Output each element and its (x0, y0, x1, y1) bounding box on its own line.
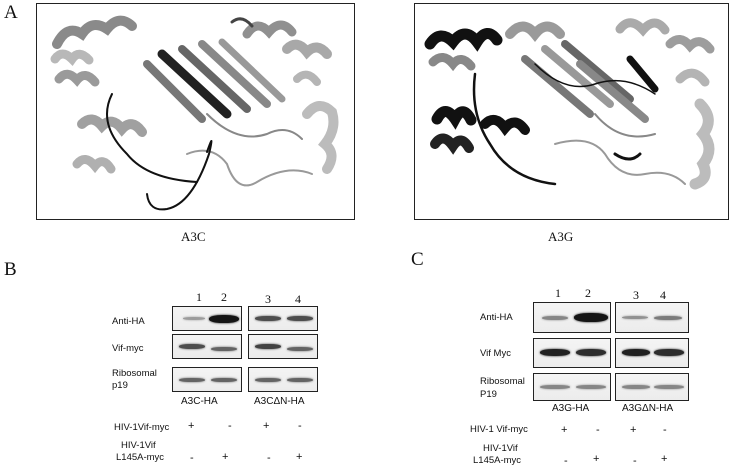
condition-label: HIV-1Vif (121, 440, 156, 451)
blot-band (622, 349, 650, 356)
blot-box (172, 306, 242, 331)
group-label: A3GΔN-HA (622, 403, 674, 414)
blot-box (615, 302, 689, 333)
condition-sign: + (263, 420, 270, 432)
blot-row-label: P19 (480, 389, 497, 400)
condition-sign: + (188, 420, 195, 432)
blot-band (179, 378, 205, 382)
condition-label: HIV-1 Vif-myc (470, 424, 528, 435)
condition-sign: + (561, 424, 568, 436)
blot-box (248, 306, 318, 331)
condition-label: L145A-myc (473, 455, 522, 466)
condition-label: HIV-1Vif (483, 443, 518, 454)
blot-band (255, 344, 281, 349)
blot-band (179, 344, 205, 349)
panel-a-letter: A (4, 2, 18, 23)
condition-sign: - (267, 452, 271, 464)
blot-band (542, 316, 568, 320)
lane-number: 3 (265, 292, 271, 306)
lane-number: 4 (295, 292, 301, 306)
blot-band (211, 347, 237, 351)
lane-number: 1 (555, 286, 561, 300)
condition-sign: + (661, 453, 668, 465)
panel-b-letter: B (4, 259, 17, 280)
blot-band (576, 385, 606, 389)
blot-row-label: Anti-HA (112, 316, 145, 327)
group-label: A3CΔN-HA (254, 396, 305, 407)
blot-band (287, 347, 313, 351)
a3c-label: A3C (181, 229, 206, 244)
condition-sign: - (228, 420, 232, 432)
blot-band (622, 316, 648, 319)
blot-band (209, 315, 239, 323)
lane-number: 2 (221, 290, 227, 304)
condition-sign: - (298, 420, 302, 432)
condition-label: L145A-myc (116, 452, 165, 463)
blot-band (576, 349, 606, 356)
blot-box (533, 373, 611, 401)
blot-row-label: Ribosomal (112, 368, 157, 379)
blot-row-label: Ribosomal (480, 376, 525, 387)
lane-number: 1 (196, 290, 202, 304)
blot-box (615, 338, 689, 368)
blot-band (183, 317, 205, 320)
blot-row-label: p19 (112, 380, 128, 391)
blot-box (615, 373, 689, 401)
blot-row-label: Vif Myc (480, 348, 511, 359)
group-label: A3C-HA (181, 396, 218, 407)
condition-sign: - (564, 455, 568, 467)
condition-label: HIV-1Vif-myc (114, 422, 170, 433)
condition-sign: + (296, 451, 303, 463)
lane-number: 2 (585, 286, 591, 300)
condition-sign: + (222, 451, 229, 463)
panel-c-letter: C (411, 249, 424, 270)
blot-row-label: Vif-myc (112, 343, 144, 354)
blot-band (622, 385, 650, 389)
condition-sign: - (190, 452, 194, 464)
blot-band (211, 378, 237, 382)
a3g-label: A3G (548, 229, 574, 244)
condition-sign: + (630, 424, 637, 436)
condition-sign: + (593, 453, 600, 465)
blot-box (172, 367, 242, 392)
a3c-structure-image (36, 3, 355, 220)
lane-number: 4 (660, 288, 666, 302)
blot-band (654, 349, 684, 356)
blot-box (172, 334, 242, 359)
blot-band (287, 378, 313, 382)
blot-box (533, 302, 611, 333)
blot-box (248, 367, 318, 392)
blot-band (654, 316, 682, 320)
condition-sign: - (596, 424, 600, 436)
blot-band (540, 349, 570, 356)
blot-band (287, 316, 313, 321)
condition-sign: - (633, 455, 637, 467)
blot-band (255, 378, 281, 382)
condition-sign: - (663, 424, 667, 436)
blot-band (574, 313, 608, 322)
blot-row-label: Anti-HA (480, 312, 513, 323)
blot-band (255, 316, 281, 321)
lane-number: 3 (633, 288, 639, 302)
blot-box (248, 334, 318, 359)
blot-band (654, 385, 684, 389)
a3g-structure-image (414, 3, 729, 220)
blot-box (533, 338, 611, 368)
group-label: A3G-HA (552, 403, 590, 414)
blot-band (540, 385, 570, 389)
